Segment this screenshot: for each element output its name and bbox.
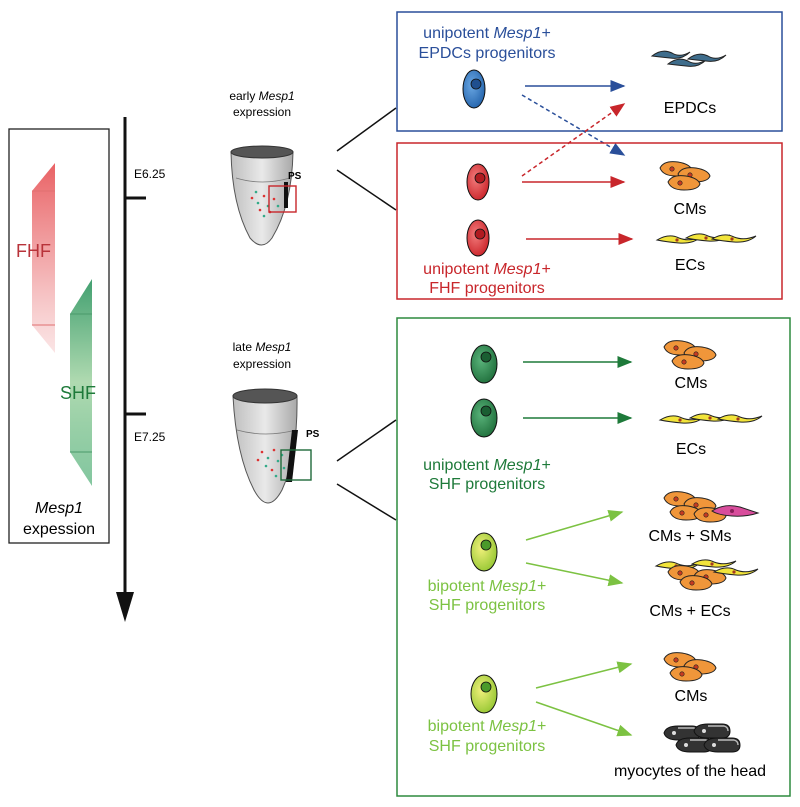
- shf-cm-cells: [663, 340, 717, 370]
- head-myocyte-target-label: myocytes of the head: [614, 763, 766, 780]
- fhf-progenitor-label-line1: unipotent Mesp1+: [423, 261, 551, 278]
- cm-target-2-label: CMs: [675, 688, 708, 705]
- shf-lineage-box: CMs ECs unipotent Mesp1+ SHF progenitors…: [396, 317, 791, 797]
- late-highlight-box: [280, 449, 312, 481]
- panel-caption-word: expession: [23, 521, 95, 538]
- panel-caption-gene: Mesp1: [35, 500, 83, 517]
- fhf-cm-target-label: CMs: [674, 201, 707, 218]
- cm-cells-2: [663, 652, 717, 682]
- connector-lines: [336, 107, 397, 521]
- shf-ec-target-label: ECs: [676, 441, 706, 458]
- shf-ec-cells: [659, 413, 763, 424]
- epdc-target-label: EPDCs: [664, 100, 716, 117]
- fhf-progenitor-label-line2: FHF progenitors: [429, 280, 545, 297]
- epdc-progenitor-label-line1: unipotent Mesp1+: [423, 25, 551, 42]
- cm-ec-target-label: CMs + ECs: [649, 603, 730, 620]
- bipotent-1-label-line1: bipotent Mesp1+: [428, 578, 547, 595]
- arrow-bipotent-to-cms-ecs: [525, 562, 624, 587]
- late-cell-dots: [256, 448, 286, 478]
- fhf-progenitor-cell-1: [466, 163, 490, 201]
- bipotent-2-label-line2: SHF progenitors: [429, 738, 546, 755]
- arrow-bipotent-to-cms-sms: [525, 510, 624, 541]
- late-primitive-streak: [286, 430, 298, 482]
- developmental-timeline: E6.25 E7.25: [116, 117, 166, 622]
- bipotent-1-label-line2: SHF progenitors: [429, 597, 546, 614]
- late-expression-line1: late Mesp1: [233, 340, 292, 354]
- shf-unipotent-label-line2: SHF progenitors: [429, 476, 546, 493]
- shf-unipotent-cell-2: [470, 398, 498, 438]
- epdc-progenitor-label-line2: EPDCs progenitors: [419, 45, 556, 62]
- head-myocyte-cells: [663, 723, 741, 753]
- fhf-ec-cells: [656, 233, 757, 244]
- stage-e725-label: E7.25: [134, 430, 166, 444]
- timeline-arrowhead: [116, 592, 134, 622]
- cm-sm-cells: [663, 491, 759, 523]
- bipotent-2-label-line1: bipotent Mesp1+: [428, 718, 547, 735]
- cm-ec-cells: [655, 559, 759, 591]
- early-primitive-streak: [284, 182, 288, 208]
- epdc-lineage-box: unipotent Mesp1+ EPDCs progenitors EPDCs: [396, 11, 783, 156]
- shf-unipotent-label-line1: unipotent Mesp1+: [423, 457, 551, 474]
- fhf-label: FHF: [16, 241, 51, 261]
- shf-cm-target-label: CMs: [675, 375, 708, 392]
- arrow-fhf-to-epdcs-dashed: [521, 103, 626, 177]
- fhf-cm-cells: [659, 161, 711, 191]
- shf-unipotent-cell-1: [470, 344, 498, 384]
- stage-e625-label: E6.25: [134, 167, 166, 181]
- bipotent-cell-2: [470, 674, 498, 714]
- arrow-bipotent-to-head-myocytes: [535, 701, 633, 737]
- early-embryo: early Mesp1 expression PS: [229, 89, 302, 246]
- fhf-progenitor-cell-2: [466, 219, 490, 257]
- late-ps-label: PS: [306, 429, 320, 440]
- fhf-expression-band: [32, 163, 55, 353]
- mesp1-expression-panel: FHF SHF Mesp1 expession: [8, 128, 110, 544]
- early-expression-line1: early Mesp1: [229, 89, 294, 103]
- arrow-epdc-to-cms-dashed: [521, 94, 626, 156]
- late-expression-line2: expression: [233, 357, 291, 371]
- early-expression-line2: expression: [233, 105, 291, 119]
- arrow-bipotent-to-cms: [535, 661, 633, 689]
- panel-frame: [8, 128, 110, 544]
- late-embryo: late Mesp1 expression PS: [232, 340, 320, 504]
- early-highlight-box: [268, 185, 297, 213]
- early-ps-label: PS: [288, 171, 302, 182]
- fhf-lineage-box: CMs ECs unipotent Mesp1+ FHF progenitors: [396, 103, 783, 300]
- shf-expression-band: [70, 279, 92, 486]
- shf-label: SHF: [60, 383, 96, 403]
- bipotent-cell-1: [470, 532, 498, 572]
- epdc-cells: [651, 50, 727, 67]
- epdc-progenitor-cell: [462, 69, 486, 109]
- fhf-ec-target-label: ECs: [675, 257, 705, 274]
- cm-sm-target-label: CMs + SMs: [648, 528, 731, 545]
